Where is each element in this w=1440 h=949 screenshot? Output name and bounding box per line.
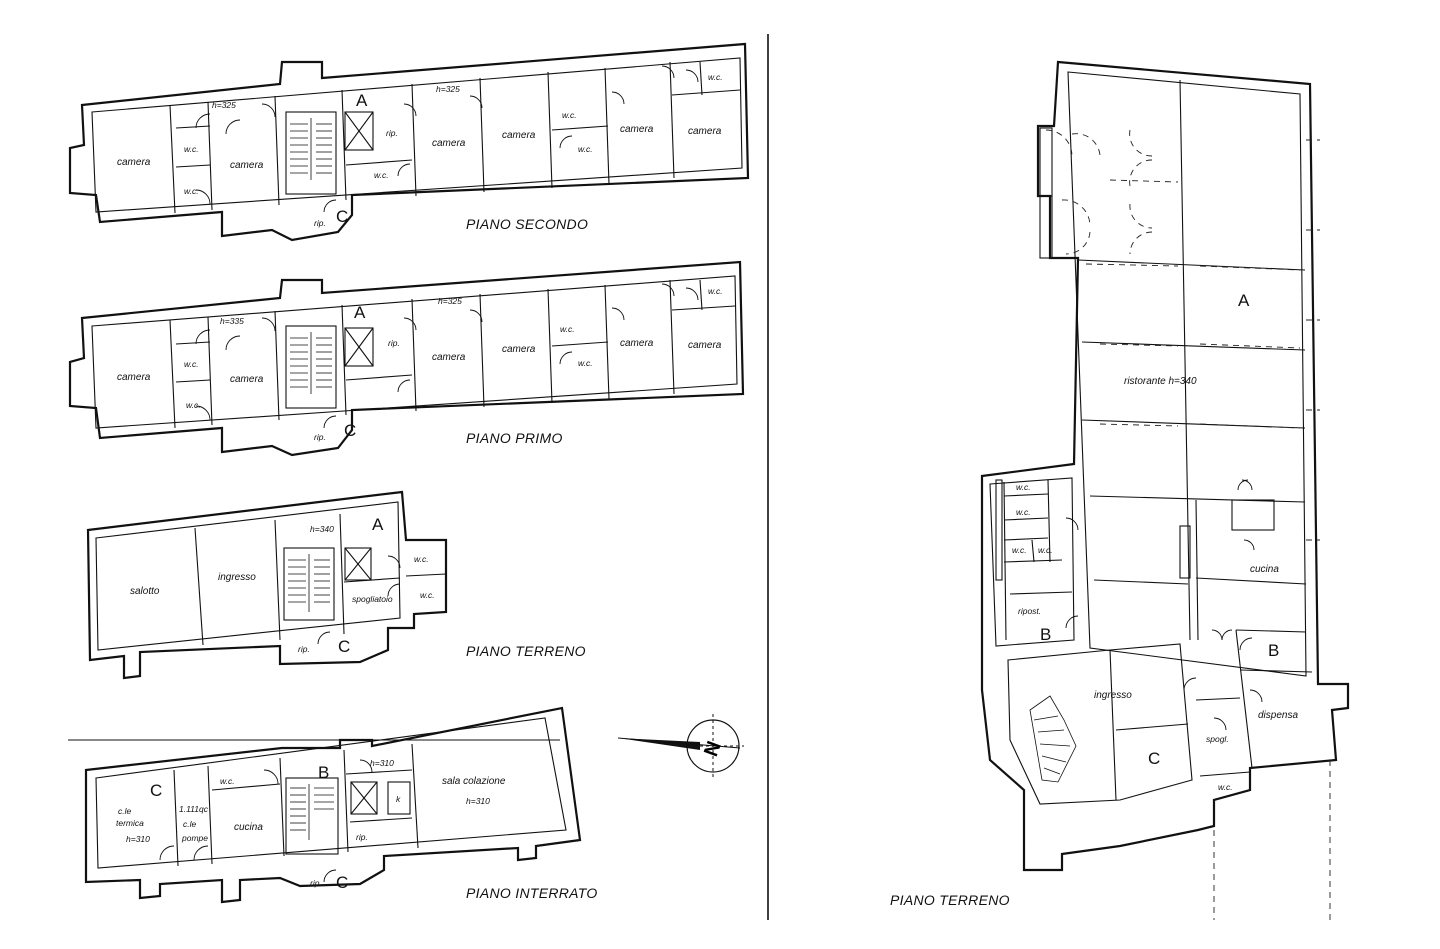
room-label: camera [620,124,654,135]
room-label: w.c. [560,324,575,334]
room-label: spogl. [1206,734,1229,744]
room-label: sala colazione [442,776,506,787]
room-label: camera [230,374,264,385]
room-label: h=340 [310,524,334,534]
zone-marker: C [344,421,356,440]
zone-marker: B [1040,625,1051,644]
plan-piano-interrato: C c.le termica h=310 1.111qc c.le pompe … [84,706,598,904]
room-label: rip. [310,878,322,888]
room-label: rip. [386,128,398,138]
room-label: camera [117,372,151,383]
plan-piano-terreno-right: A ristorante h=340 w.c. w.c. w.c. w.c. c… [890,60,1350,920]
room-label: w.c. [1016,507,1031,517]
plan-title: PIANO SECONDO [466,216,588,232]
room-label: w.c. [184,359,199,369]
zone-marker: C [336,207,348,226]
room-label: cucina [1250,564,1279,575]
room-label: c.le [118,806,132,816]
zone-marker: C [150,781,162,800]
room-label: w.c. [562,110,577,120]
room-label: h=310 [466,796,490,806]
plan-title: PIANO PRIMO [466,430,563,446]
room-label: camera [502,130,536,141]
north-letter: N [700,738,726,759]
room-label: w.c. [1218,782,1233,792]
plan-title: PIANO TERRENO [466,643,586,659]
room-label: spogliatoio [352,594,393,604]
room-label: w.c. [1016,482,1031,492]
zone-marker: B [318,763,329,782]
room-label: rip. [388,338,400,348]
plan-title: PIANO TERRENO [890,892,1010,908]
zone-marker: B [1268,641,1279,660]
room-label: w.c. [184,144,199,154]
room-label: dispensa [1258,710,1298,721]
room-label: c.le [183,819,197,829]
plan-piano-terreno-left: salotto ingresso h=340 A w.c. w.c. spogl… [86,490,586,680]
room-label: h=325 [438,296,462,306]
room-label: h=325 [212,100,236,110]
room-label: rip. [298,644,310,654]
room-label: w.c. [708,72,723,82]
room-label: w.c. [578,144,593,154]
room-label: w.c. [184,186,199,196]
room-label: 1.111qc [179,804,209,814]
plan-title: PIANO INTERRATO [466,885,598,901]
room-label: camera [502,344,536,355]
room-label: w.c. [374,170,389,180]
room-label: ripost. [1018,606,1041,616]
zone-marker: A [1238,291,1250,310]
zone-marker: C [336,873,348,892]
zone-marker: C [338,637,350,656]
room-label: w.c. [578,358,593,368]
room-label: ingresso [1094,690,1132,701]
room-label: h=310 [126,834,150,844]
room-label: camera [432,352,466,363]
room-label: w.c. [420,590,435,600]
room-label: rip. [314,432,326,442]
room-label: h=335 [220,316,244,326]
room-label: pompe [181,833,208,843]
room-label: termica [116,818,144,828]
plan-piano-primo: camera w.c. w.c. camera h=335 A rip. h=3… [68,260,745,457]
room-label: camera [432,138,466,149]
room-label: salotto [130,586,160,597]
room-label: h=325 [436,84,460,94]
room-label: camera [620,338,654,349]
north-arrow-icon: N [617,714,744,778]
room-label: k [396,794,401,804]
room-label: camera [688,340,722,351]
zone-marker: A [372,515,384,534]
room-label: ristorante h=340 [1124,376,1197,387]
plan-piano-secondo: camera w.c. w.c. camera h=325 A rip. w.c… [68,42,750,242]
zone-marker: A [354,303,366,322]
zone-marker: A [356,91,368,110]
room-label: w.c. [414,554,429,564]
zone-marker: C [1148,749,1160,768]
room-label: w.c. [1038,545,1053,555]
room-label: rip. [314,218,326,228]
room-label: w.c. [708,286,723,296]
room-label: w.c. [186,400,201,410]
room-label: camera [688,126,722,137]
room-label: camera [230,160,264,171]
room-label: w.c. [220,776,235,786]
room-label: cucina [234,822,263,833]
room-label: h=310 [370,758,394,768]
room-label: rip. [356,832,368,842]
room-label: camera [117,157,151,168]
room-label: w.c. [1012,545,1027,555]
room-label: ingresso [218,572,256,583]
